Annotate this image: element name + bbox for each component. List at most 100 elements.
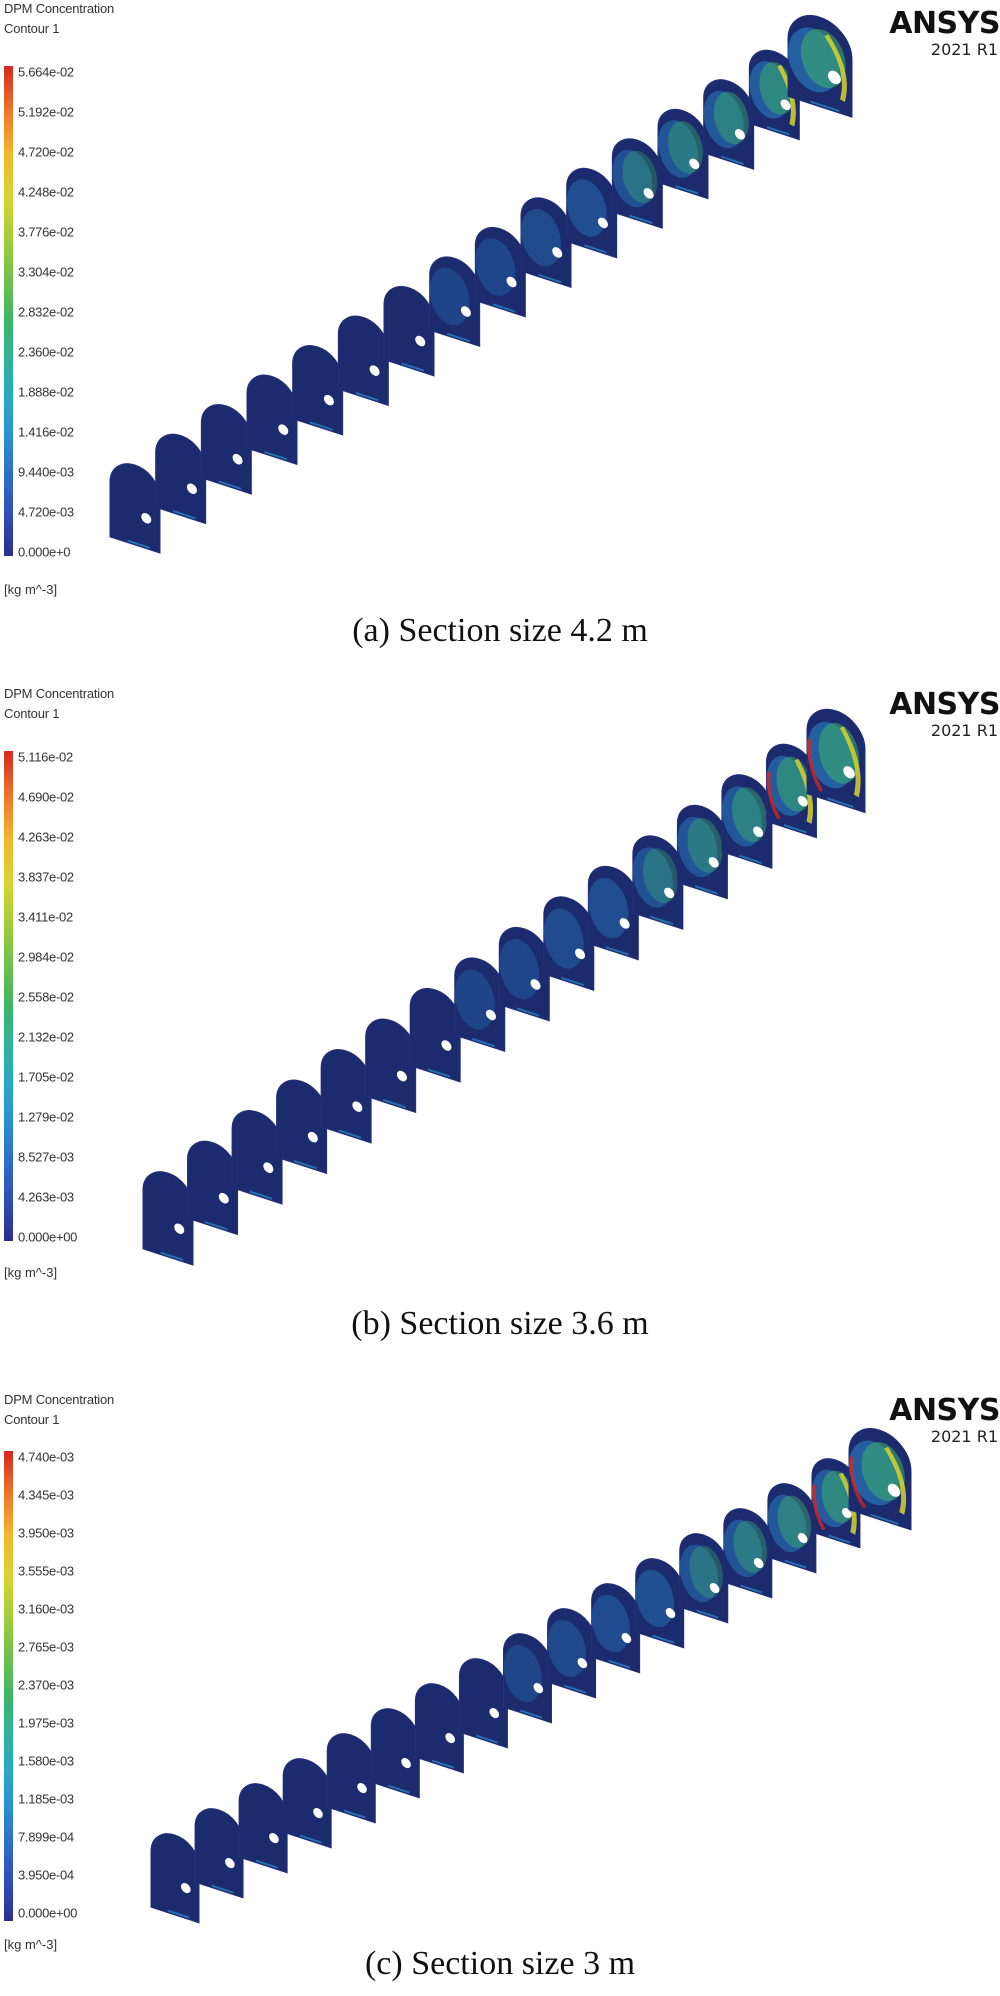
brand-name: ANSYS — [889, 687, 1000, 722]
legend-tick: 1.279e-02 — [18, 1109, 74, 1125]
legend-tick: 4.720e-02 — [18, 144, 74, 160]
legend-unit: [kg m^-3] — [4, 582, 58, 597]
panel-b: DPM Concentration Contour 1 5.116e-02 4.… — [0, 685, 1000, 1365]
tunnel-section — [409, 988, 461, 1083]
legend-tick: 5.116e-02 — [18, 749, 73, 765]
tunnel-section — [337, 315, 389, 407]
legend-tick: 9.440e-03 — [18, 464, 74, 480]
legend-tick: 4.720e-03 — [18, 504, 74, 520]
tunnel-section — [383, 286, 435, 377]
ansys-brand: ANSYS 2021 R1 — [840, 8, 1000, 60]
legend-tick: 7.899e-04 — [18, 1829, 74, 1845]
legend-tick: 5.192e-02 — [18, 104, 74, 120]
tunnel-section — [765, 743, 817, 839]
tunnel-section — [414, 1683, 464, 1774]
brand-name: ANSYS — [889, 1393, 1000, 1428]
tunnel-section — [587, 865, 639, 961]
tunnel-section — [429, 256, 481, 348]
tunnel-section — [282, 1758, 332, 1849]
color-bar — [4, 751, 13, 1241]
tunnel-section — [547, 1608, 597, 1699]
tunnel-section — [679, 1533, 729, 1624]
section-array — [150, 1428, 912, 1924]
legend-tick: 2.132e-02 — [18, 1029, 74, 1045]
tunnel-section — [370, 1708, 420, 1799]
panel-c: DPM Concentration Contour 1 4.740e-03 4.… — [0, 1385, 1000, 1996]
tunnel-section — [657, 108, 709, 200]
tunnel-section — [723, 1508, 773, 1599]
legend-tick: 2.832e-02 — [18, 304, 74, 320]
brand-version: 2021 R1 — [930, 1427, 998, 1446]
legend-title: DPM Concentration — [4, 1, 115, 16]
tunnel-section — [246, 374, 298, 466]
legend-tick: 0.000e+00 — [18, 1229, 78, 1245]
legend-title: DPM Concentration — [4, 686, 115, 701]
tunnel-section — [611, 138, 663, 229]
brand-version: 2021 R1 — [930, 40, 998, 59]
tunnel-section — [458, 1658, 508, 1749]
legend-tick: 4.263e-03 — [18, 1189, 74, 1205]
tunnel-section — [748, 49, 800, 141]
tunnel-section — [703, 79, 755, 170]
tunnel-section — [326, 1733, 376, 1824]
legend-tick: 4.690e-02 — [18, 789, 74, 805]
legend-unit: [kg m^-3] — [4, 1937, 58, 1952]
legend-tick: 0.000e+0 — [18, 544, 71, 560]
tunnel-section — [365, 1018, 417, 1114]
legend-tick: 4.740e-03 — [18, 1449, 74, 1465]
tunnel-section — [632, 835, 684, 930]
tunnel-section — [811, 1458, 861, 1549]
ansys-brand: ANSYS 2021 R1 — [840, 1395, 1000, 1447]
panel-caption: (c) Section size 3 m — [364, 1945, 636, 1982]
tunnel-section — [848, 1428, 912, 1531]
panel-a: DPM Concentration Contour 1 5.664e-02 5.… — [0, 0, 1000, 700]
tunnel-section — [276, 1079, 328, 1175]
tunnel-section — [543, 896, 595, 991]
legend-tick: 1.888e-02 — [18, 384, 74, 400]
legend-tick: 2.360e-02 — [18, 344, 74, 360]
legend-tick: 1.416e-02 — [18, 424, 74, 440]
tunnel-section — [498, 926, 550, 1022]
tunnel-section — [566, 167, 618, 259]
tunnel-section — [231, 1110, 283, 1205]
tunnel-section — [806, 708, 866, 814]
legend-tick: 2.558e-02 — [18, 989, 74, 1005]
legend-unit: [kg m^-3] — [4, 1265, 58, 1280]
tunnel-section — [238, 1783, 288, 1874]
tunnel-section — [150, 1833, 200, 1924]
panel-caption: (b) Section size 3.6 m — [351, 1305, 649, 1342]
tunnel-section — [155, 433, 207, 525]
tunnel-section — [767, 1483, 817, 1574]
legend-tick: 3.776e-02 — [18, 224, 74, 240]
tunnel-section — [109, 463, 161, 554]
legend-tick: 2.984e-02 — [18, 949, 74, 965]
tunnel-section — [520, 197, 572, 288]
legend-tick: 1.185e-03 — [18, 1791, 74, 1807]
tunnel-section — [187, 1140, 239, 1236]
legend-tick: 5.664e-02 — [18, 64, 74, 80]
tunnel-section — [787, 15, 853, 118]
legend-tick: 2.765e-03 — [18, 1639, 74, 1655]
section-array — [109, 15, 853, 554]
tunnel-section — [142, 1171, 194, 1266]
tunnel-section — [676, 804, 728, 900]
tunnel-section — [474, 226, 526, 318]
legend-tick: 4.248e-02 — [18, 184, 74, 200]
tunnel-section — [292, 345, 344, 436]
panel-caption: (a) Section size 4.2 m — [352, 612, 648, 649]
legend-tick: 3.555e-03 — [18, 1563, 74, 1579]
legend-tick: 3.160e-03 — [18, 1601, 74, 1617]
tunnel-section — [503, 1633, 552, 1724]
tunnel-section — [200, 404, 252, 495]
tunnel-section — [721, 774, 773, 869]
legend-tick: 4.345e-03 — [18, 1487, 74, 1503]
tunnel-section — [635, 1558, 685, 1649]
legend-subtitle: Contour 1 — [4, 21, 60, 36]
legend-tick: 1.975e-03 — [18, 1715, 74, 1731]
tunnel-section — [454, 957, 506, 1053]
legend-tick: 1.705e-02 — [18, 1069, 74, 1085]
legend-tick: 3.411e-02 — [18, 909, 73, 925]
legend-tick: 3.950e-04 — [18, 1867, 74, 1883]
legend-tick: 4.263e-02 — [18, 829, 74, 845]
legend-tick: 8.527e-03 — [18, 1149, 74, 1165]
